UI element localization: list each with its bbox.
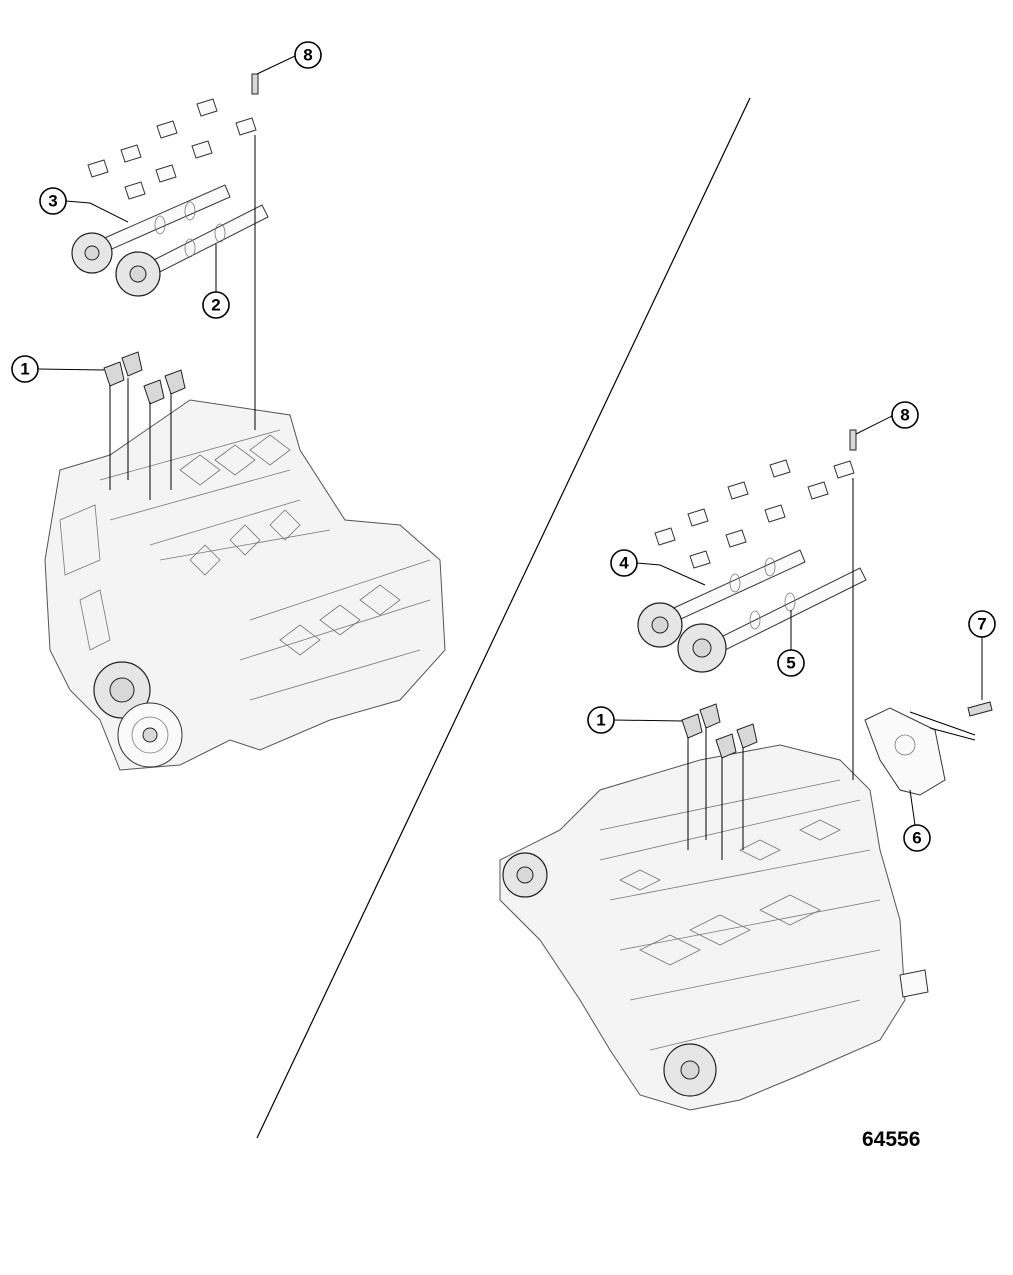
right-assembly (499, 429, 993, 1111)
callout-2: 2 (202, 244, 230, 319)
callout-label: 5 (786, 654, 795, 673)
right-bearing-cap-bolt (849, 429, 857, 780)
callout-8-left: 8 (256, 41, 322, 75)
right-engine-block (499, 744, 929, 1111)
callout-1-left: 1 (11, 355, 105, 383)
callout-6: 6 (903, 789, 931, 852)
callout-label: 2 (211, 296, 220, 315)
left-assembly (44, 73, 446, 771)
right-timing-cover-bolt (967, 701, 993, 717)
callout-4: 4 (610, 549, 706, 586)
callout-label: 8 (900, 406, 909, 425)
left-engine-block (44, 399, 446, 771)
callout-8-right: 8 (855, 401, 919, 435)
right-hydraulic-lifters (681, 703, 758, 860)
right-camshaft-bearing-caps (654, 459, 855, 569)
callout-label: 8 (303, 46, 312, 65)
left-hydraulic-lifters (103, 351, 186, 500)
left-camshafts (71, 184, 269, 297)
callout-label: 4 (619, 554, 629, 573)
divider-line (256, 97, 751, 1139)
callout-7: 7 (968, 610, 996, 700)
left-bearing-cap-bolt (251, 73, 259, 430)
callout-label: 1 (20, 360, 29, 379)
figure-number: 64556 (862, 1128, 921, 1151)
callout-1-right: 1 (587, 706, 683, 734)
callout-3: 3 (39, 187, 129, 223)
callout-label: 6 (912, 829, 921, 848)
callout-label: 7 (977, 615, 986, 634)
callout-5: 5 (777, 610, 805, 677)
right-timing-cover (864, 707, 976, 796)
right-camshafts (637, 549, 867, 673)
callout-label: 3 (48, 192, 57, 211)
left-camshaft-bearing-caps (87, 98, 257, 200)
callout-label: 1 (596, 711, 605, 730)
